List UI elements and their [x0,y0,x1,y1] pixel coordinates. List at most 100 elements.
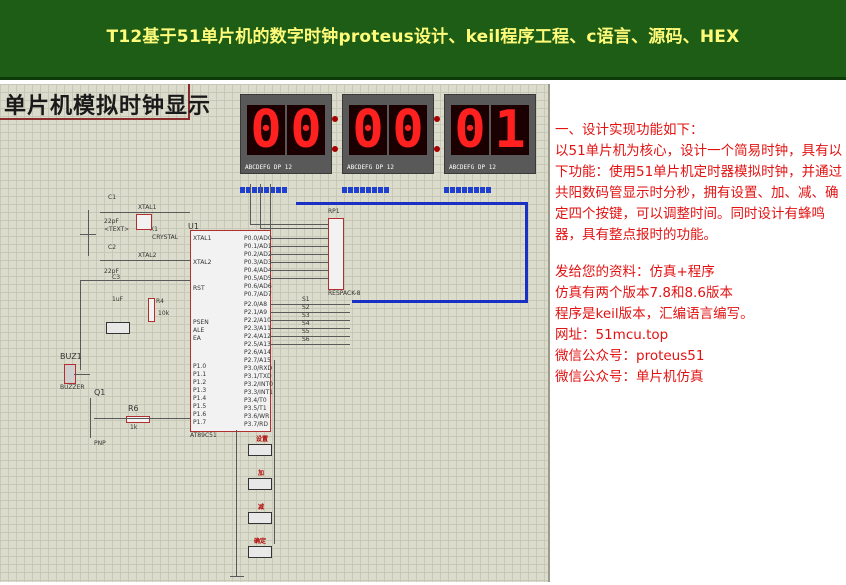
pin-p3-4: P3.4/T0 [244,397,267,404]
digit: 0 [287,104,325,156]
wire [270,278,328,279]
wire [74,374,90,375]
net-s2: S2 [302,304,310,311]
transistor-q1[interactable] [90,398,91,438]
pin-p2-5: P2.5/A13 [244,341,271,348]
description-heading: 一、设计实现功能如下： [555,122,704,138]
c3-label: C3 [112,274,121,281]
pin-p2-6: P2.6/A14 [244,349,271,356]
buzzer-label: BUZZER [60,384,85,391]
rp1-label: RP1 [328,208,340,215]
pin-p1-6: P1.6 [193,411,207,418]
pin-p2-7: P2.7/A15 [244,357,271,364]
confirm-button[interactable] [248,546,272,558]
pin-p1-1: P1.1 [193,371,207,378]
info-line: 微信公众号：单片机仿真 [555,369,704,385]
r4-value: 10k [158,310,170,317]
pin-p0-5: P0.5/AD5 [244,275,272,282]
button-label-add: 加 [258,470,265,477]
pin-p0-3: P0.3/AD3 [244,259,272,266]
wire [270,312,350,313]
chip-name: AT89C51 [190,432,217,439]
info-line: 仿真有两个版本7.8和8.6版本 [555,285,733,301]
wire [270,262,328,263]
ground-symbol [230,576,244,577]
digit: 1 [491,104,529,156]
pin-p1-0: P1.0 [193,363,207,370]
pin-p1-7: P1.7 [193,419,207,426]
pin-p3-0: P3.0/RXD [244,365,273,372]
ground-symbol [80,234,96,235]
bus-wire [352,300,528,303]
display-pins [444,178,492,193]
pin-p0-0: P0.0/AD0 [244,235,272,242]
pin-p2-2: P2.2/A10 [244,317,271,324]
q1-label: Q1 [94,388,106,397]
crystal-component[interactable] [136,214,152,230]
schematic-canvas[interactable]: 单片机模拟时钟显示 0 0 ABCDEFG DP 12 0 0 ABCDEFG … [0,84,550,582]
pin-p2-4: P2.4/A12 [244,333,271,340]
wire [270,304,350,305]
c1-label: C1 [108,194,117,201]
mcu-at89c51[interactable]: XTAL1 XTAL2 RST PSEN ALE EA P1.0 P1.1 P1… [190,230,244,432]
pin-p3-5: P3.5/T1 [244,405,267,412]
resistor-r4[interactable] [148,298,155,322]
button-label-subtract: 减 [258,504,265,511]
wire [274,360,275,544]
pin-xtal2: XTAL2 [193,259,212,266]
pin-p0-2: P0.2/AD2 [244,251,272,258]
description-panel: 一、设计实现功能如下： 以51单片机为核心，设计一个简易时钟，具有以下功能：使用… [555,120,845,388]
display-pin-label: ABCDEFG DP 12 [347,164,394,171]
wire [80,280,190,281]
wire [270,320,350,321]
resistor-r6[interactable] [126,416,150,423]
button-label-confirm: 确定 [254,538,267,545]
wire [88,210,89,256]
pin-p3-7: P3.7/RD [244,421,268,428]
wire [94,418,190,419]
wire [250,184,251,224]
info-line: 程序是keil版本，汇编语言编写。 [555,306,754,322]
c2-value: 22pF [104,268,119,275]
subtract-button[interactable] [248,512,272,524]
pin-p0-7: P0.7/AD7 [244,291,272,298]
resistor-pack-rp1[interactable] [328,218,344,290]
title-banner: T12基于51单片机的数字时钟proteus设计、keil程序工程、c语言、源码… [0,0,846,80]
reset-button[interactable] [106,322,130,334]
add-button[interactable] [248,478,272,490]
pin-p2-0: P2.0/A8 [244,301,268,308]
mcu-right-pins: P0.0/AD0 P0.1/AD1 P0.2/AD2 P0.3/AD3 P0.4… [242,230,273,432]
wire [270,344,350,345]
pin-ale: ALE [193,327,205,334]
wire [270,270,328,271]
set-button[interactable] [248,444,272,456]
display-hours[interactable]: 0 0 ABCDEFG DP 12 [240,94,332,174]
pin-p3-1: P3.1/TXD [244,373,272,380]
pin-p0-6: P0.6/AD6 [244,283,272,290]
colon-dot [332,146,338,152]
info-line: 网址：51mcu.top [555,327,669,343]
pin-p1-2: P1.2 [193,379,207,386]
pin-p1-4: P1.4 [193,395,207,402]
wire [270,254,328,255]
display-seconds[interactable]: 0 1 ABCDEFG DP 12 [444,94,536,174]
r6-value: 1k [130,424,138,431]
display-minutes[interactable]: 0 0 ABCDEFG DP 12 [342,94,434,174]
x1-label: X1 [150,226,158,233]
pin-p2-1: P2.1/A9 [244,309,268,316]
crystal-label: CRYSTAL [152,234,179,241]
pin-p3-2: P3.2/INT0 [244,381,273,388]
bus-wire [296,202,528,205]
wire [270,328,350,329]
wire [270,184,271,232]
wire [260,184,261,228]
digit: 0 [247,104,285,156]
canvas-title-frame [0,84,190,120]
xtal2-net: XTAL2 [138,252,157,259]
info-line: 发给您的资料：仿真+程序 [555,264,715,280]
net-s3: S3 [302,312,310,319]
colon-dot [434,116,440,122]
display-pins [240,178,288,193]
pin-rst: RST [193,285,205,292]
respack-label: RESPACK-8 [328,290,361,297]
